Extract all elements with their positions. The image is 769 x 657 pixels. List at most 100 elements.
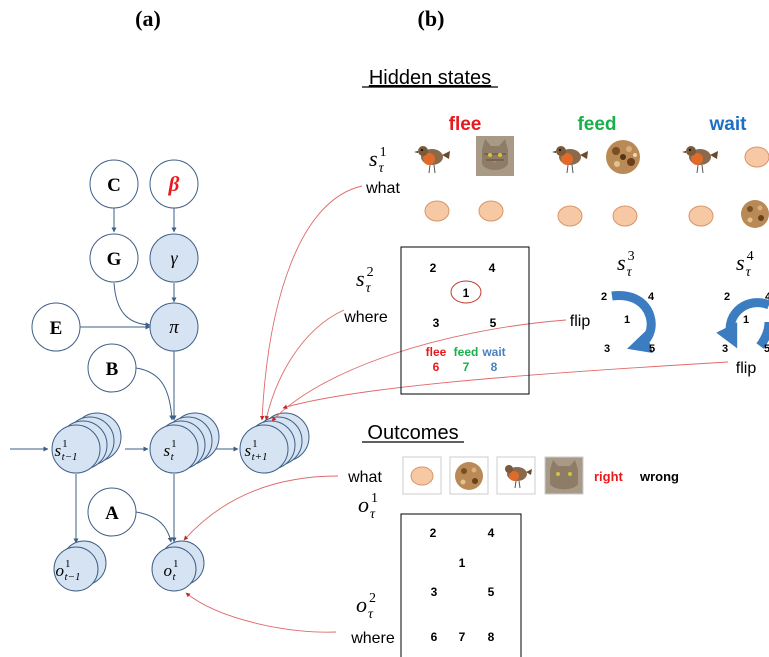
factor-links [183, 185, 729, 633]
node-g-label: G [107, 249, 122, 270]
node-a-label: A [105, 503, 119, 524]
flip3-num-4: 4 [648, 291, 655, 303]
feedback-wrong: wrong [639, 469, 679, 484]
node-b-label: B [106, 359, 119, 380]
node-a [87, 487, 137, 537]
hidden-states-title: Hidden states [369, 67, 491, 89]
outcome-location-5: 5 [488, 585, 495, 599]
flip3-num-5: 5 [649, 343, 655, 355]
seeds-icon-wait [741, 200, 769, 228]
node-beta [149, 159, 199, 209]
location-1: 1 [463, 286, 470, 300]
outcome-location-3: 3 [431, 585, 438, 599]
robin-icon-wait [682, 146, 718, 174]
location-grid-states [400, 246, 530, 395]
link-flip4-state [282, 361, 729, 409]
flip3-label: flip [570, 313, 591, 330]
flip4-num-3: 3 [722, 343, 728, 355]
flip-clockwise-arrow [611, 291, 656, 354]
node-g [89, 233, 139, 283]
panel-a-label: (a) [135, 6, 161, 31]
flip4-num-2: 2 [724, 291, 730, 303]
outcome-cue-empty-card [402, 456, 442, 495]
flip3-num-1: 1 [624, 314, 630, 326]
context-wait-label: wait [709, 114, 748, 135]
outcome-location-4: 4 [488, 526, 495, 540]
outcome-location-8: 8 [488, 630, 495, 644]
flip4-num-1: 1 [743, 314, 749, 326]
node-e-label: E [50, 318, 63, 339]
outcome-location-6: 6 [431, 630, 438, 644]
link-where-outcome [185, 592, 337, 633]
outcome-cue-robin-card [496, 456, 536, 495]
state-stack-prev [51, 412, 122, 474]
flip4-num-4: 4 [765, 291, 769, 303]
flip-counterclockwise-arrow [716, 298, 769, 349]
node-b [87, 343, 137, 393]
cat-icon-flee [476, 136, 514, 176]
model-edges [10, 208, 239, 544]
outcome-cue-cat-card [544, 456, 584, 495]
state-stack-next [239, 412, 310, 474]
node-pi [149, 302, 199, 352]
empty-token-wait [744, 146, 769, 168]
option-feed-number: 7 [463, 360, 470, 374]
flip4-num-5: 5 [764, 343, 769, 355]
empty-tokens [424, 200, 714, 227]
flip3-num-3: 3 [604, 343, 610, 355]
outcomes-title: Outcomes [367, 422, 458, 444]
context-flee-label: flee [449, 114, 482, 135]
link-what-state [259, 185, 363, 421]
robin-icon-feed [552, 146, 588, 174]
link-what-outcome [183, 475, 339, 541]
outcome-location-7: 7 [459, 630, 466, 644]
outcome-factor2-label: where [350, 630, 395, 647]
node-c [89, 159, 139, 209]
node-gamma-label: γ [170, 248, 178, 268]
state-factor1-label: what [365, 180, 400, 197]
edge-g-pi [113, 282, 151, 328]
node-c-label: C [107, 175, 121, 196]
link-flip3-state [271, 319, 567, 422]
option-flee-number: 6 [433, 360, 440, 374]
current-location-marker [450, 280, 482, 304]
node-gamma [149, 233, 199, 283]
outcome-stack-current [151, 540, 205, 592]
panel-b-label: (b) [418, 6, 445, 31]
location-5: 5 [490, 316, 497, 330]
node-beta-label: β [168, 172, 180, 196]
outcome-factor1-label: what [347, 469, 382, 486]
outcome-location-2: 2 [430, 526, 437, 540]
flip3-num-2: 2 [601, 291, 607, 303]
link-where-state [264, 309, 345, 421]
location-4: 4 [489, 261, 496, 275]
node-e [31, 302, 81, 352]
location-grid-outcomes [400, 513, 522, 657]
feedback-right: right [594, 469, 624, 484]
context-feed-label: feed [577, 114, 616, 135]
state-factor2-label: where [343, 309, 388, 326]
option-wait-label: wait [481, 345, 505, 359]
option-feed-label: feed [454, 345, 479, 359]
option-flee-label: flee [426, 345, 447, 359]
option-wait-number: 8 [491, 360, 498, 374]
robin-icon-flee [414, 146, 450, 174]
outcome-location-1: 1 [459, 556, 466, 570]
outcome-cue-seeds-card [449, 456, 489, 495]
edge-a-o [135, 511, 173, 543]
seeds-icon-feed [606, 140, 640, 174]
state-stack-current [149, 412, 220, 474]
outcome-stack-prev [53, 540, 107, 592]
